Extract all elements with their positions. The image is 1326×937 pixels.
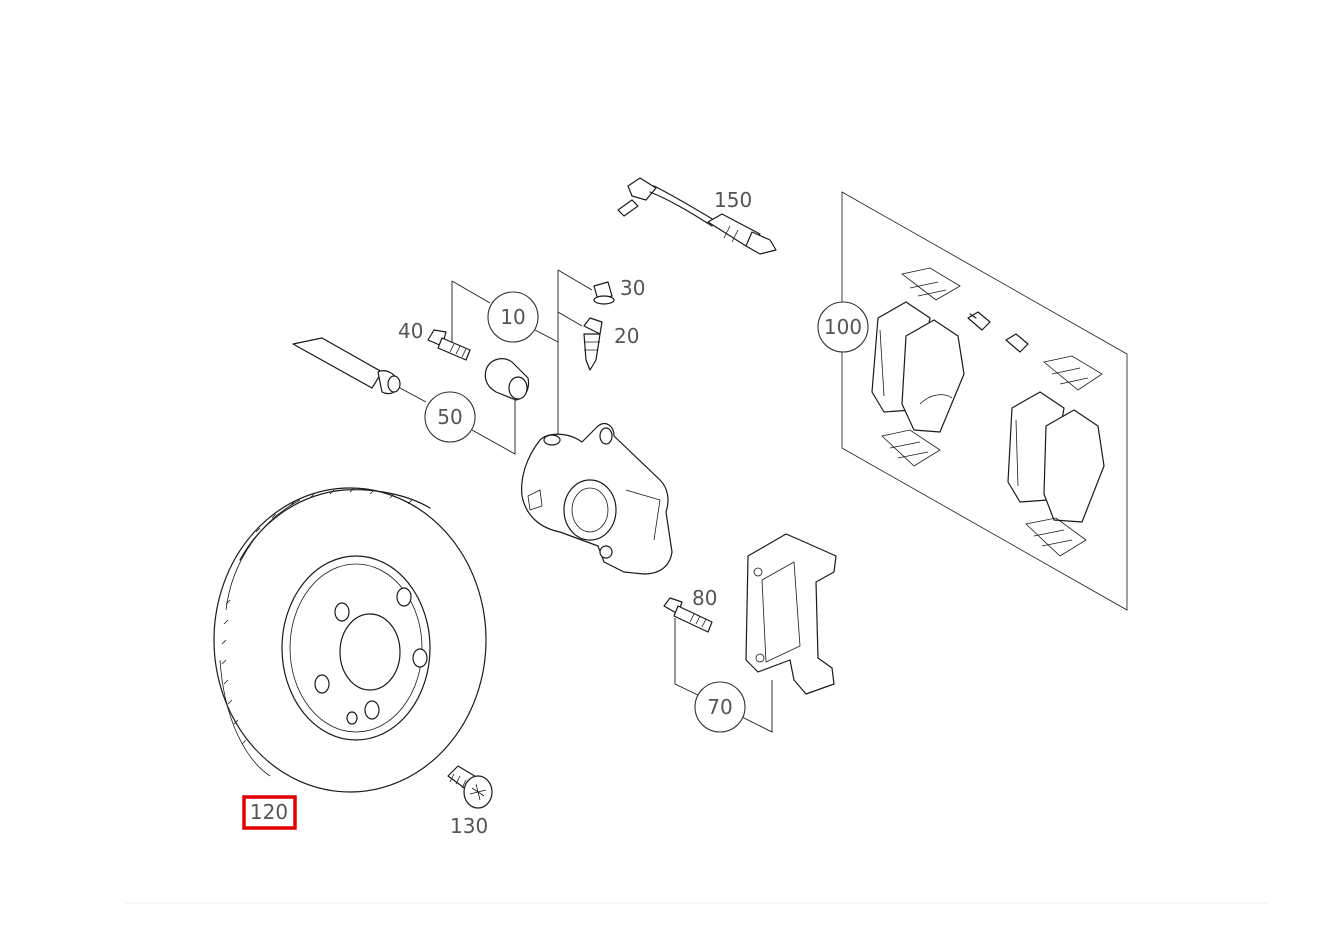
part-40-bolt[interactable] <box>427 329 471 361</box>
part-20-bleeder[interactable] <box>583 317 603 371</box>
part-50-grease-tube[interactable] <box>292 337 401 395</box>
callout-70[interactable]: 70 <box>694 681 746 733</box>
callout-80[interactable]: 80 <box>692 586 717 610</box>
part-10-caliper-housing[interactable] <box>521 423 673 575</box>
part-150-wear-sensor[interactable] <box>617 177 777 255</box>
svg-text:50: 50 <box>437 405 462 429</box>
part-10-guide-pin[interactable] <box>484 358 530 401</box>
leader-20-30 <box>557 269 593 440</box>
callout-40[interactable]: 40 <box>398 319 423 343</box>
part-70-caliper-bracket[interactable] <box>745 533 837 695</box>
callout-10[interactable]: 10 <box>487 291 539 343</box>
part-100-brake-pad-set[interactable] <box>841 191 1128 611</box>
leader-70-80 <box>674 618 773 733</box>
callout-100[interactable]: 100 <box>817 301 869 353</box>
leader-50 <box>399 387 516 455</box>
part-80-bolt[interactable] <box>663 597 713 633</box>
callout-30[interactable]: 30 <box>620 276 645 300</box>
callout-130[interactable]: 130 <box>450 814 488 838</box>
callout-150[interactable]: 150 <box>714 188 752 212</box>
svg-text:10: 10 <box>500 305 525 329</box>
highlight-box <box>242 795 297 830</box>
svg-text:100: 100 <box>824 315 862 339</box>
part-130-screw[interactable] <box>447 765 493 809</box>
callout-50[interactable]: 50 <box>424 391 476 443</box>
svg-text:70: 70 <box>707 695 732 719</box>
callout-120-highlighted[interactable]: 120 <box>242 795 297 830</box>
leader-10 <box>451 280 559 344</box>
part-120-brake-disc[interactable] <box>213 487 487 793</box>
part-30-cap[interactable] <box>593 281 615 305</box>
svg-text:120: 120 <box>250 800 288 824</box>
callout-20[interactable]: 20 <box>614 324 639 348</box>
